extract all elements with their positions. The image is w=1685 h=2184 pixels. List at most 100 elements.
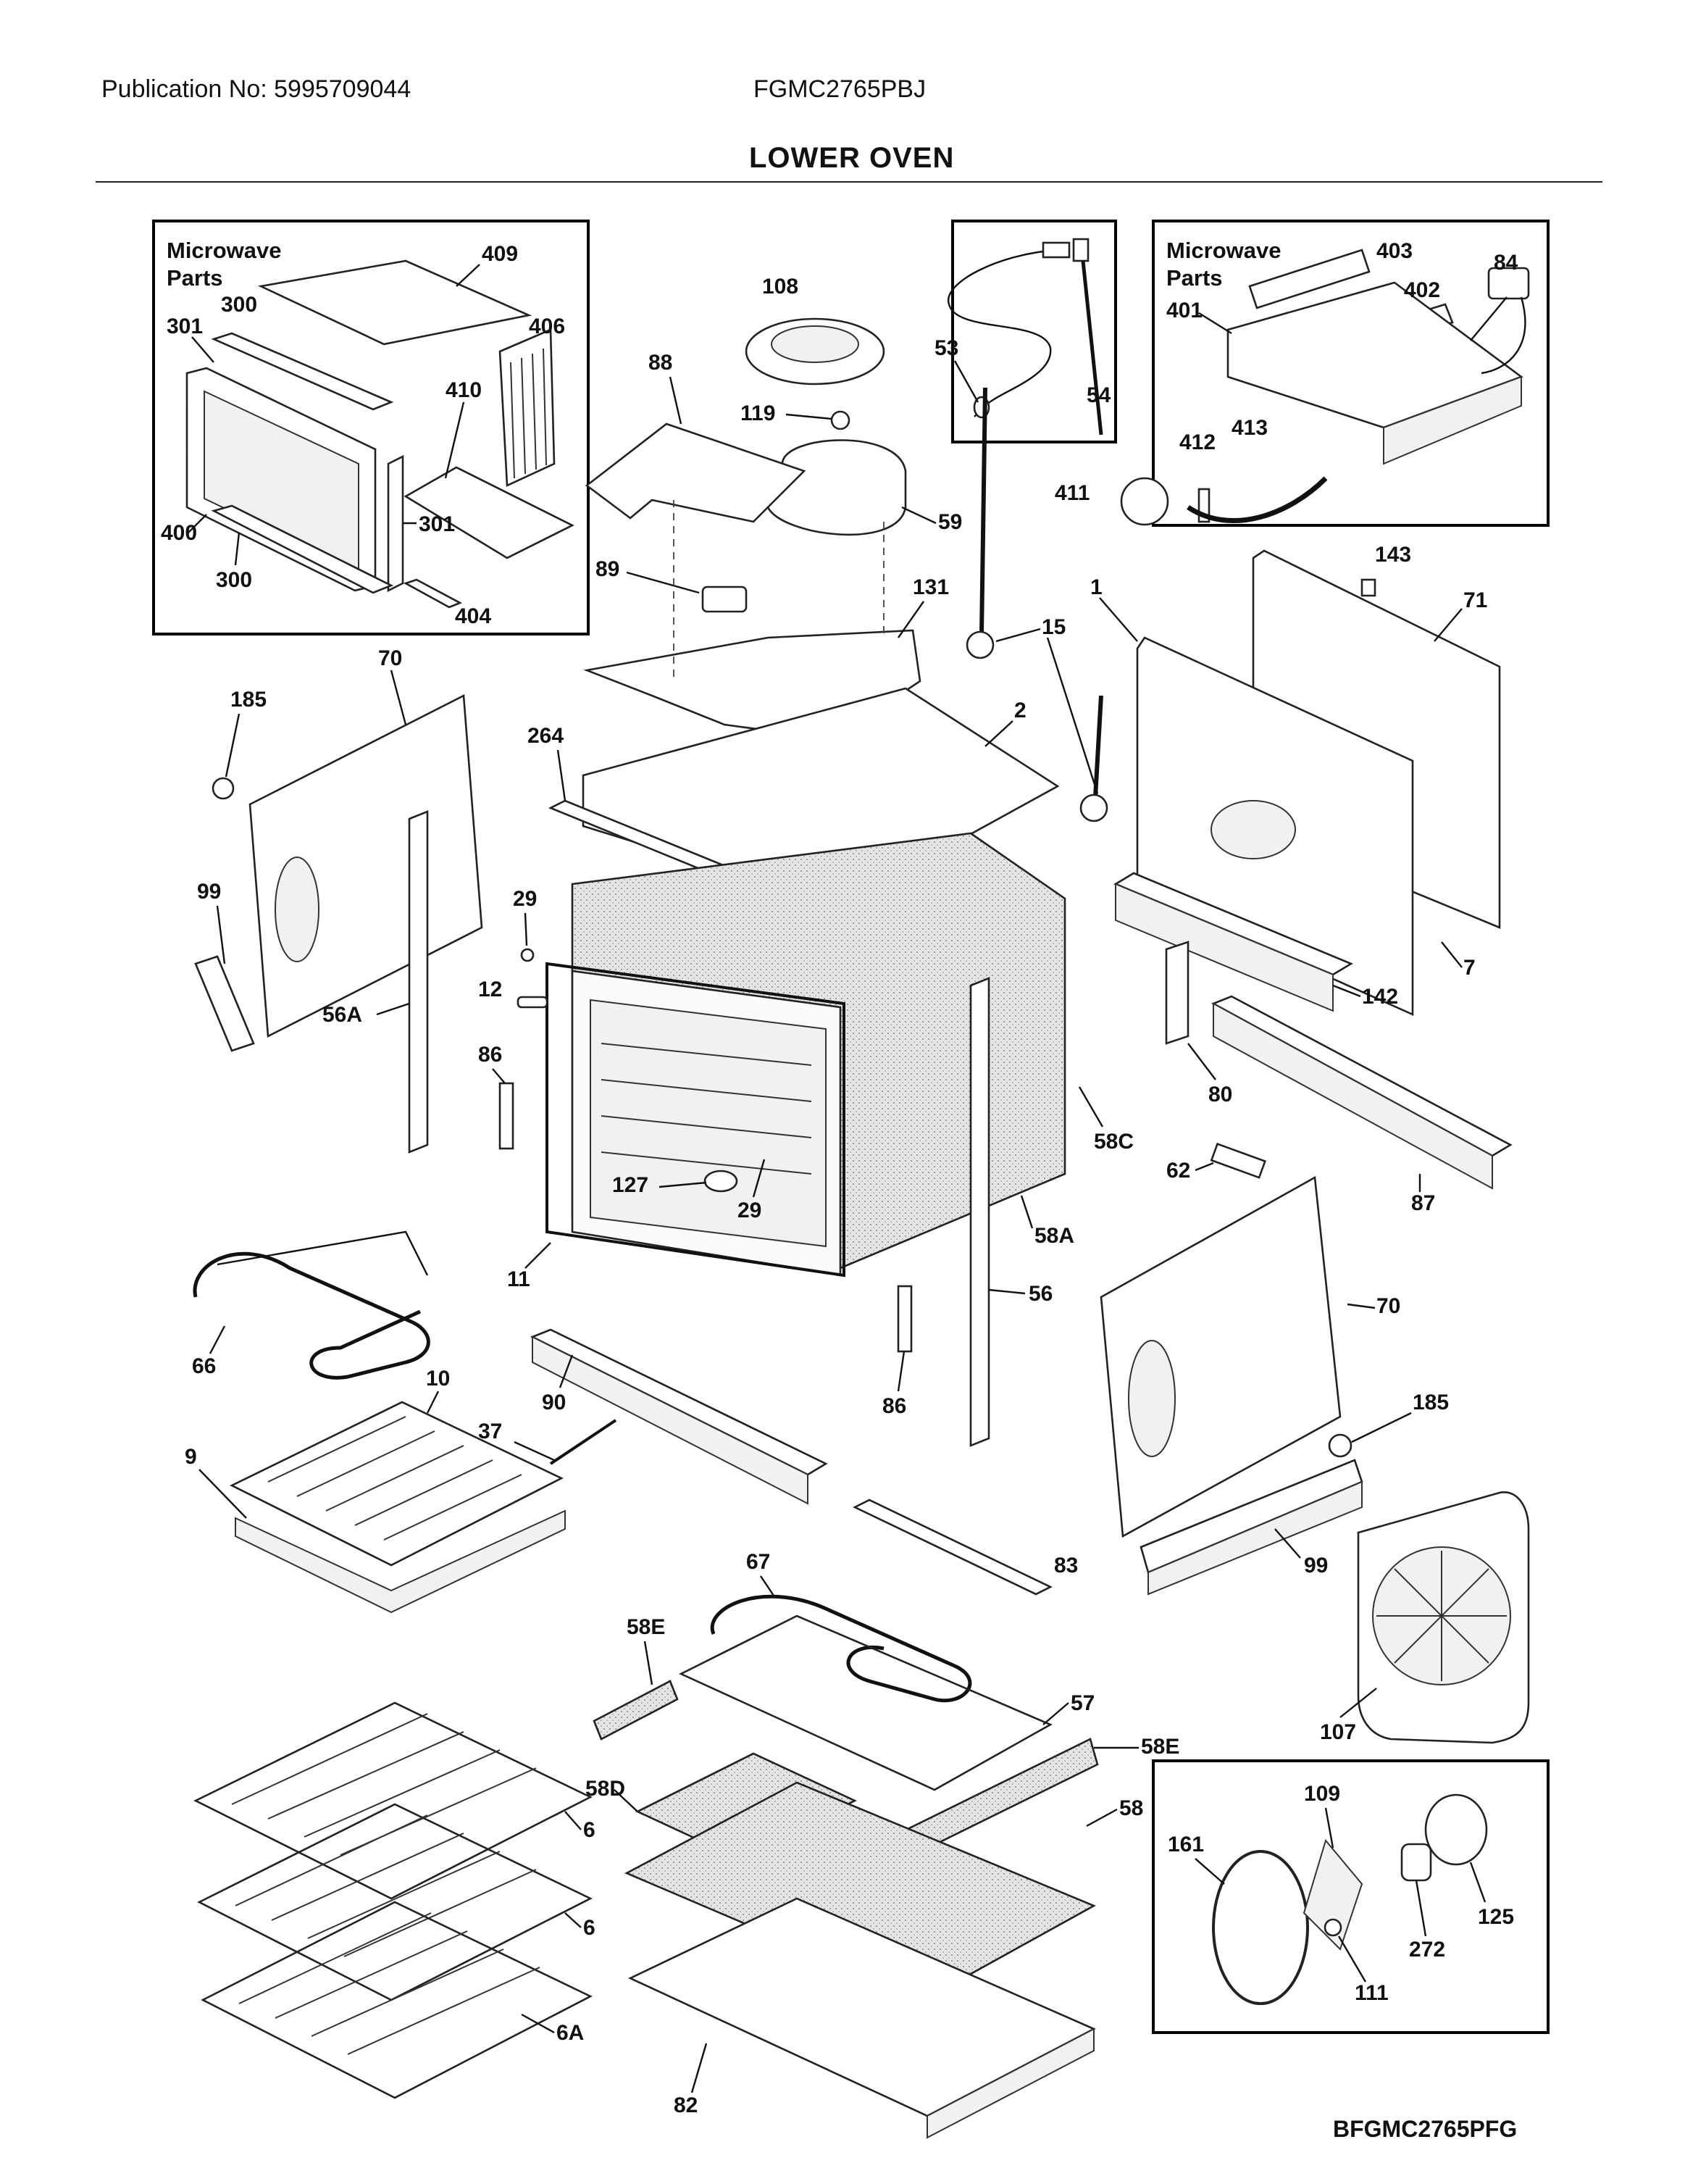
label-12: 12 xyxy=(478,978,502,1001)
inset2-title-line1: Microwave xyxy=(1166,238,1281,263)
label-119: 119 xyxy=(740,401,775,425)
label-301: 301 xyxy=(167,314,203,338)
label-62: 62 xyxy=(1166,1159,1190,1183)
label-404: 404 xyxy=(455,604,491,628)
label-11: 11 xyxy=(507,1267,530,1291)
label-84: 84 xyxy=(1494,251,1518,275)
label-6A: 6A xyxy=(556,2021,584,2045)
label-70: 70 xyxy=(378,646,402,670)
part-410-tray xyxy=(404,466,574,559)
page-title: LOWER OVEN xyxy=(749,142,955,174)
label-89: 89 xyxy=(595,557,619,581)
label-10: 10 xyxy=(426,1367,450,1391)
label-264: 264 xyxy=(527,724,564,748)
right-panels: 143 71 1 142 7 80 87 62 58C xyxy=(1078,543,1513,1215)
label-67: 67 xyxy=(746,1550,770,1574)
label-29: 29 xyxy=(513,887,537,911)
label-58D: 58D xyxy=(585,1777,625,1801)
label-99b: 99 xyxy=(1304,1554,1328,1577)
label-142: 142 xyxy=(1362,985,1398,1009)
part-185-left xyxy=(212,777,235,800)
label-410: 410 xyxy=(446,378,482,402)
label-400: 400 xyxy=(161,521,197,545)
label-90: 90 xyxy=(542,1391,566,1414)
label-406: 406 xyxy=(529,314,565,338)
label-161: 161 xyxy=(1168,1833,1204,1856)
label-15: 15 xyxy=(1042,615,1066,639)
label-82: 82 xyxy=(674,2093,698,2117)
part-37: 37 xyxy=(478,1419,617,1465)
label-58E2: 58E xyxy=(1141,1735,1179,1759)
label-6a: 6 xyxy=(583,1818,595,1842)
inset2-title-line2: Parts xyxy=(1166,265,1223,291)
label-108: 108 xyxy=(762,275,798,299)
part-9-pan xyxy=(235,1509,566,1614)
label-29b: 29 xyxy=(737,1199,761,1222)
label-2: 2 xyxy=(1014,699,1027,722)
label-1: 1 xyxy=(1090,575,1103,599)
label-83: 83 xyxy=(1054,1554,1078,1577)
part-107-fan-cover: 107 xyxy=(1320,1491,1530,1744)
part-300-bottom-trim xyxy=(211,504,394,594)
label-87: 87 xyxy=(1411,1191,1435,1215)
label-413: 413 xyxy=(1232,416,1268,440)
drawing-code: BFGMC2765PFG xyxy=(1333,2116,1518,2142)
label-125: 125 xyxy=(1478,1905,1514,1929)
label-70b: 70 xyxy=(1376,1294,1400,1318)
label-185: 185 xyxy=(230,688,267,712)
model-number: FGMC2765PBJ xyxy=(753,75,927,103)
broiler-pan: 10 9 xyxy=(185,1367,566,1614)
label-7: 7 xyxy=(1463,956,1476,980)
label-300b: 300 xyxy=(216,568,252,592)
label-58E1: 58E xyxy=(627,1615,665,1639)
label-66: 66 xyxy=(192,1354,216,1378)
part-66-broil-element: 66 xyxy=(192,1230,430,1380)
inset-left-labels: 409 300 301 406 410 301 400 300 404 xyxy=(161,242,565,628)
label-403: 403 xyxy=(1376,239,1413,263)
publication-number: Publication No: 5995709044 xyxy=(101,75,411,103)
part-59-duct xyxy=(766,439,907,536)
label-401: 401 xyxy=(1166,299,1203,322)
label-99: 99 xyxy=(197,880,221,904)
label-88: 88 xyxy=(648,351,672,375)
inset-title-line1: Microwave xyxy=(167,238,282,263)
part-58E-left xyxy=(593,1680,679,1741)
label-58A: 58A xyxy=(1034,1224,1074,1248)
label-131: 131 xyxy=(913,575,949,599)
part-301-strip xyxy=(387,454,404,593)
oven-cavity xyxy=(545,832,1066,1278)
part-409-top-panel xyxy=(257,259,532,346)
label-143: 143 xyxy=(1375,543,1411,567)
label-301b: 301 xyxy=(419,512,455,536)
label-127: 127 xyxy=(612,1173,648,1197)
label-56: 56 xyxy=(1029,1282,1053,1306)
label-56A: 56A xyxy=(322,1003,362,1027)
label-412: 412 xyxy=(1179,430,1216,454)
microwave-parts-inset-left: Microwave Parts 409 300 301 406 410 xyxy=(152,220,590,635)
wire-inset: 53 54 xyxy=(935,220,1117,443)
label-409: 409 xyxy=(482,242,518,266)
label-80: 80 xyxy=(1208,1083,1232,1106)
label-411: 411 xyxy=(1055,481,1090,505)
label-53: 53 xyxy=(935,336,958,360)
label-57: 57 xyxy=(1071,1691,1095,1715)
label-58C: 58C xyxy=(1094,1130,1134,1154)
bake-element-assembly: 67 83 57 xyxy=(678,1499,1095,1791)
part-300-top-trim xyxy=(211,332,394,411)
part-56-strip xyxy=(969,977,990,1447)
label-58: 58 xyxy=(1119,1796,1143,1820)
part-127-light xyxy=(703,1170,738,1193)
label-107: 107 xyxy=(1320,1720,1356,1744)
label-71: 71 xyxy=(1463,588,1487,612)
label-37: 37 xyxy=(478,1420,502,1443)
convection-fan-inset: 109 161 125 272 111 xyxy=(1152,1759,1550,2034)
left-side-assembly: 70 185 99 56A 29 12 86 127 29 11 xyxy=(194,646,766,1291)
oven-racks: 6 6 6A xyxy=(193,1701,595,2099)
label-300: 300 xyxy=(221,293,257,317)
part-89 xyxy=(701,585,748,613)
header-divider xyxy=(96,181,1602,183)
label-111: 111 xyxy=(1355,1981,1389,2005)
label-185b: 185 xyxy=(1413,1391,1449,1414)
label-9: 9 xyxy=(185,1445,197,1469)
insulation-and-bottom: 58E 58D 58E 58 82 xyxy=(585,1615,1179,2139)
